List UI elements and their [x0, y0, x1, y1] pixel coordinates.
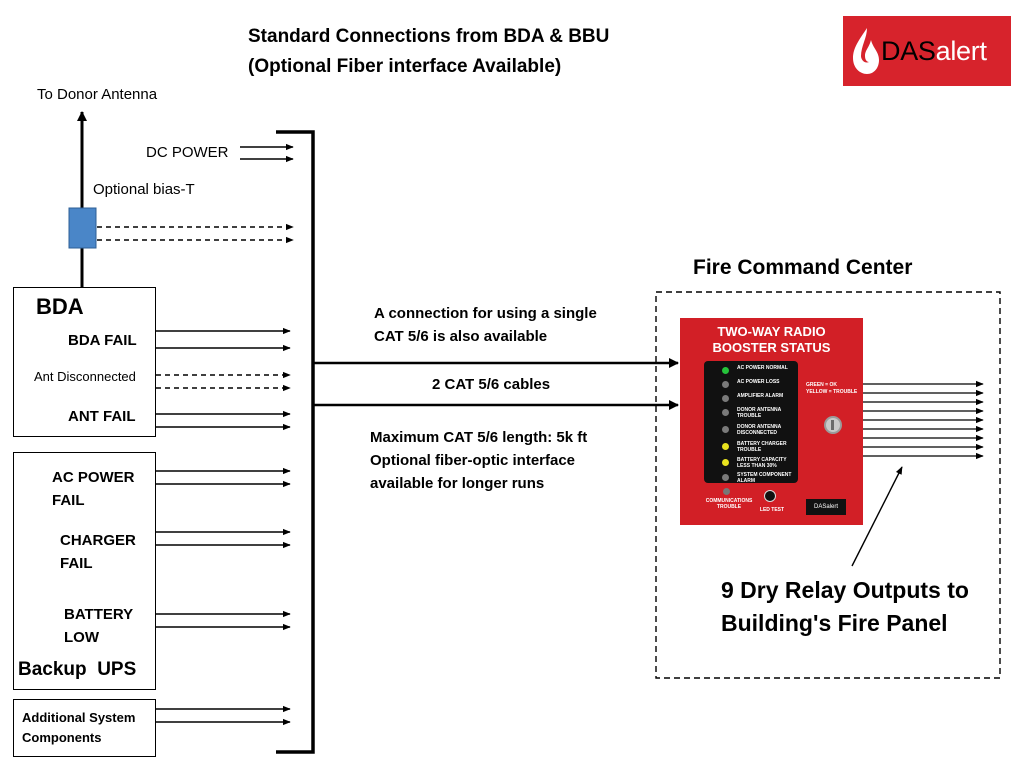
logo-text: DASalert — [881, 35, 987, 66]
relay-pointer-arrow — [851, 466, 903, 567]
bda-box: BDA BDA FAIL Ant Disconnected ANT FAIL — [13, 287, 156, 437]
led-legend: GREEN = OK YELLOW = TROUBLE — [806, 382, 858, 395]
status-led — [722, 443, 729, 450]
led-row: BATTERY CHARGER TROUBLE — [704, 441, 798, 453]
title-line-2: (Optional Fiber interface Available) — [248, 56, 562, 77]
status-led — [722, 381, 729, 388]
dasalert-logo: DASalert — [843, 16, 1011, 86]
panel-logo: DASalert — [806, 499, 846, 515]
charger-fail-label: CHARGER FAIL — [60, 532, 136, 572]
led-row: DONOR ANTENNA DISCONNECTED — [704, 424, 798, 436]
led-row: AC POWER LOSS — [704, 379, 798, 391]
bda-heading: BDA — [36, 294, 84, 319]
to-donor-antenna-label: To Donor Antenna — [37, 86, 158, 103]
status-led — [722, 426, 729, 433]
communications-led — [723, 488, 730, 495]
additional-components-label: Additional System Components — [22, 710, 136, 745]
flame-icon — [853, 28, 879, 74]
dc-power-label: DC POWER — [146, 144, 229, 161]
fire-command-center-title: Fire Command Center — [693, 256, 913, 279]
ac-power-fail-label: AC POWER FAIL — [52, 469, 135, 509]
two-cat-cables-label: 2 CAT 5/6 cables — [432, 376, 551, 393]
ant-fail-label: ANT FAIL — [68, 408, 136, 425]
led-row: AC POWER NORMAL — [704, 365, 798, 377]
ups-box: AC POWER FAIL CHARGER FAIL BATTERY LOW B… — [13, 452, 156, 690]
additional-components-box: Additional System Components — [13, 699, 156, 757]
led-test-button — [764, 490, 776, 502]
panel-title: TWO-WAY RADIO BOOSTER STATUS — [712, 324, 831, 355]
led-test-label: LED TEST — [759, 507, 785, 513]
led-display: AC POWER NORMAL AC POWER LOSS AMPLIFIER … — [704, 361, 798, 484]
status-led — [722, 459, 729, 466]
bias-t-block — [68, 207, 97, 249]
ant-disconnected-label: Ant Disconnected — [34, 369, 136, 384]
bias-t-label: Optional bias-T — [93, 181, 195, 198]
status-led — [722, 409, 729, 416]
bda-fail-label: BDA FAIL — [68, 332, 137, 349]
battery-low-label: BATTERY LOW — [64, 606, 134, 646]
collector-bracket — [276, 130, 315, 754]
status-led — [722, 395, 729, 402]
title-line-1: Standard Connections from BDA & BBU — [248, 26, 610, 47]
single-cat-note: A connection for using a single CAT 5/6 … — [374, 305, 597, 345]
status-led — [722, 474, 729, 481]
cat-length-note: Maximum CAT 5/6 length: 5k ft Optional f… — [370, 429, 588, 492]
booster-status-panel: TWO-WAY RADIO BOOSTER STATUS AC POWER NO… — [680, 318, 863, 525]
communications-trouble-label: COMMUNICATIONS TROUBLE — [705, 498, 753, 510]
backup-ups-heading: Backup UPS — [18, 659, 137, 680]
led-row: DONOR ANTENNA TROUBLE — [704, 407, 798, 419]
diagram-title: Standard Connections from BDA & BBU (Opt… — [248, 22, 609, 82]
key-slot-icon — [831, 420, 834, 430]
status-led — [722, 367, 729, 374]
fire-command-center-box — [655, 291, 1001, 679]
led-row: AMPLIFIER ALARM — [704, 393, 798, 405]
led-row: BATTERY CAPACITY LESS THAN 30% — [704, 457, 798, 469]
relay-outputs-label: 9 Dry Relay Outputs to Building's Fire P… — [721, 577, 969, 636]
led-row: SYSTEM COMPONENT ALARM — [704, 472, 798, 484]
